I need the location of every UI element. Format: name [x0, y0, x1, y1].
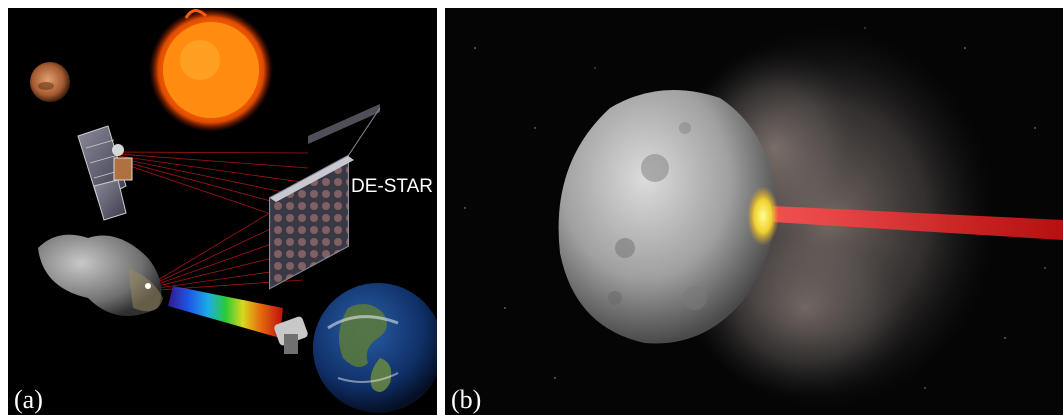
panel-b-artwork	[464, 27, 1063, 408]
asteroid-illustration-b	[558, 90, 776, 344]
laser-beam-b	[773, 206, 1063, 240]
spectrum-beam	[168, 286, 283, 338]
panel-a-artwork	[30, 8, 437, 413]
panel-a-label: (a)	[14, 385, 43, 414]
panel-b-label: (b)	[451, 385, 482, 414]
destar-label: DE-STAR	[351, 176, 433, 197]
panel-a-destar-illustration: DE-STAR (a)	[8, 8, 437, 415]
panel-b-asteroid-ablation: (b)	[445, 8, 1063, 415]
telescope-illustration	[274, 316, 308, 354]
destar-laser-array	[269, 104, 381, 290]
asteroid-illustration-a	[38, 234, 163, 316]
laser-hot-spot	[747, 186, 779, 246]
earth-illustration	[313, 283, 437, 413]
sun-illustration	[149, 8, 273, 132]
mars-illustration	[30, 62, 70, 102]
starfield	[464, 27, 1046, 389]
spacecraft-illustration	[77, 125, 133, 221]
laser-beams-to-spacecraft	[117, 151, 309, 214]
